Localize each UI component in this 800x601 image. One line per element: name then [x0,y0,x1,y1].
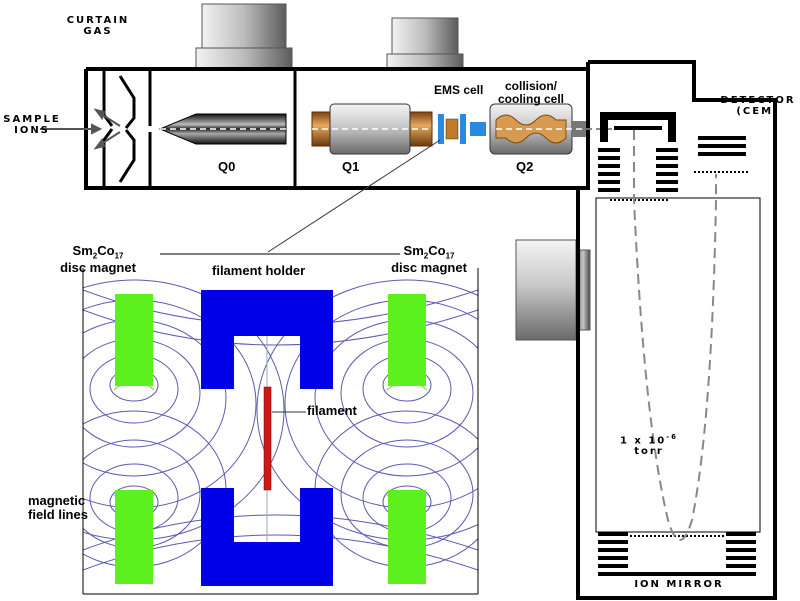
ion-mirror-label: ION MIRROR [634,579,724,590]
top-pump-2 [386,17,464,71]
interface-plates [102,69,152,188]
q2-collision-cell [489,103,626,155]
q1-label: Q1 [342,159,360,174]
magnet-left-bottom [115,490,153,584]
ion-flight-path [633,130,717,541]
ems-cell [438,114,486,144]
magnet-right-label: Sm2Co17 disc magnet [391,243,467,275]
filament [263,386,272,491]
field-inset [82,268,479,595]
detector-plates [694,136,750,173]
main-chamber [84,60,777,600]
ems-cell-label: EMS cell [434,83,484,97]
filament-holder-bottom [201,488,333,586]
q1-quadrupole [311,103,433,155]
top-pump-1 [195,3,293,69]
filament-label: filament [307,403,357,418]
tof-pusher [598,112,678,201]
q2-label: Q2 [516,159,534,174]
q0-label: Q0 [218,159,236,174]
detector-label: DETECTOR(CEM) [720,95,796,117]
pressure-label: 1 x 10-6 torr [619,433,679,457]
collision-cell-label: collision/cooling cell [497,79,564,106]
ems-callout-line [267,139,441,253]
filament-holder-top [201,290,333,389]
magnet-right-bottom [388,490,426,584]
magnet-right-top [388,294,426,386]
flight-tube [595,197,761,533]
ion-mirror [598,532,756,576]
q0-rods [158,113,288,145]
magnet-left-label: Sm2Co17 disc magnet [60,243,136,275]
magnet-left-top [115,294,153,386]
sample-ion-arrows [40,108,121,150]
filament-holder-label: filament holder [212,263,306,278]
